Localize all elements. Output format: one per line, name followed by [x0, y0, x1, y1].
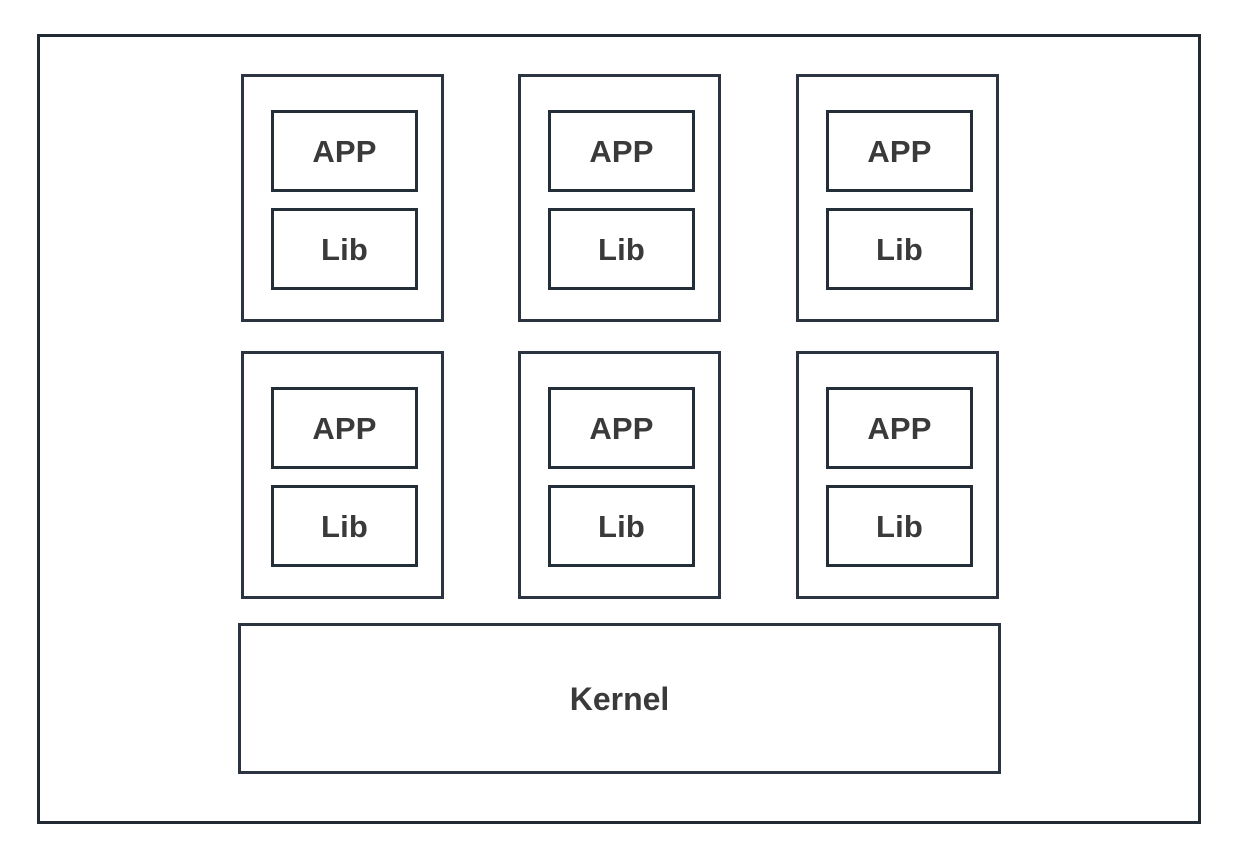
app-box-4: APP: [271, 387, 418, 469]
app-box-6: APP: [826, 387, 973, 469]
app-label-4: APP: [312, 410, 377, 446]
lib-box-2: Lib: [548, 208, 695, 290]
app-label-2: APP: [589, 133, 654, 169]
app-box-3: APP: [826, 110, 973, 192]
container-box-1: APP Lib: [241, 74, 444, 322]
lib-box-5: Lib: [548, 485, 695, 567]
lib-label-3: Lib: [875, 231, 924, 267]
app-box-1: APP: [271, 110, 418, 192]
app-label-1: APP: [312, 133, 377, 169]
lib-label-6: Lib: [875, 508, 924, 544]
container-box-2: APP Lib: [518, 74, 721, 322]
lib-label-2: Lib: [597, 231, 646, 267]
app-label-5: APP: [589, 410, 654, 446]
lib-box-4: Lib: [271, 485, 418, 567]
container-box-3: APP Lib: [796, 74, 999, 322]
container-box-4: APP Lib: [241, 351, 444, 599]
app-label-6: APP: [867, 410, 932, 446]
app-box-5: APP: [548, 387, 695, 469]
kernel-label: Kernel: [569, 680, 670, 717]
container-box-5: APP Lib: [518, 351, 721, 599]
app-box-2: APP: [548, 110, 695, 192]
lib-label-5: Lib: [597, 508, 646, 544]
lib-box-3: Lib: [826, 208, 973, 290]
lib-box-1: Lib: [271, 208, 418, 290]
lib-label-1: Lib: [320, 231, 369, 267]
app-label-3: APP: [867, 133, 932, 169]
kernel-box: Kernel: [238, 623, 1001, 774]
lib-box-6: Lib: [826, 485, 973, 567]
lib-label-4: Lib: [320, 508, 369, 544]
container-box-6: APP Lib: [796, 351, 999, 599]
